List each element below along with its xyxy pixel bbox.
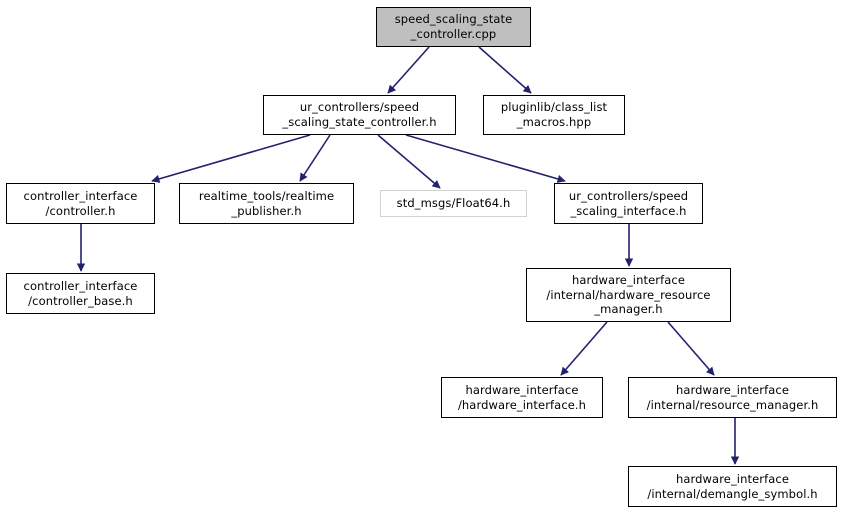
node-std_msgs_float64_h[interactable]: std_msgs/Float64.h: [380, 190, 527, 217]
node-label: ur_controllers/speed _scaling_interface.…: [568, 188, 689, 218]
node-label: controller_interface /controller_base.h: [23, 278, 138, 308]
node-controller_interface_controller_h[interactable]: controller_interface /controller.h: [6, 183, 155, 224]
node-hardware_interface_internal_demangle_symbol_h[interactable]: hardware_interface /internal/demangle_sy…: [628, 466, 837, 507]
edge-ur_controllers_speed_scaling_state_controller_h-to-ur_controllers_speed_scaling_interface_h: [405, 134, 566, 183]
node-ur_controllers_speed_scaling_state_controller_h[interactable]: ur_controllers/speed _scaling_state_cont…: [263, 95, 456, 135]
node-ur_controllers_speed_scaling_interface_h[interactable]: ur_controllers/speed _scaling_interface.…: [554, 183, 703, 224]
edge-ur_controllers_speed_scaling_state_controller_h-to-std_msgs_float64_h: [377, 134, 441, 189]
node-hardware_interface_internal_resource_manager_h[interactable]: hardware_interface /internal/resource_ma…: [628, 377, 837, 418]
edge-ur_controllers_speed_scaling_state_controller_h-to-controller_interface_controller_h: [151, 134, 311, 183]
edge-speed_scaling_state_controller_cpp-to-ur_controllers_speed_scaling_state_controller_h: [387, 46, 430, 94]
node-label: speed_scaling_state _controller.cpp: [394, 12, 513, 41]
edge-hardware_interface_internal_hardware_resource_manager_h-to-hardware_interface_internal_resource_manager_h: [667, 321, 715, 376]
edge-ur_controllers_speed_scaling_state_controller_h-to-realtime_tools_realtime_publisher_h: [299, 134, 331, 182]
edge-hardware_interface_internal_hardware_resource_manager_h-to-hardware_interface_hardware_interface_h: [560, 321, 608, 376]
node-label: realtime_tools/realtime _publisher.h: [198, 188, 335, 218]
node-hardware_interface_hardware_interface_h[interactable]: hardware_interface /hardware_interface.h: [441, 377, 603, 418]
node-realtime_tools_realtime_publisher_h[interactable]: realtime_tools/realtime _publisher.h: [179, 183, 354, 224]
node-label: hardware_interface /internal/demangle_sy…: [647, 471, 818, 501]
node-controller_interface_controller_base_h[interactable]: controller_interface /controller_base.h: [6, 273, 155, 314]
node-hardware_interface_internal_hardware_resource_manager_h[interactable]: hardware_interface /internal/hardware_re…: [526, 268, 731, 322]
node-label: hardware_interface /hardware_interface.h: [457, 382, 587, 412]
node-label: std_msgs/Float64.h: [396, 196, 511, 211]
edge-speed_scaling_state_controller_cpp-to-pluginlib_class_list_macros_hpp: [478, 46, 532, 94]
node-label: ur_controllers/speed _scaling_state_cont…: [282, 100, 437, 129]
node-label: controller_interface /controller.h: [23, 188, 138, 218]
node-speed_scaling_state_controller_cpp[interactable]: speed_scaling_state _controller.cpp: [376, 7, 531, 47]
node-pluginlib_class_list_macros_hpp[interactable]: pluginlib/class_list _macros.hpp: [483, 95, 625, 135]
node-label: hardware_interface /internal/resource_ma…: [646, 382, 819, 412]
node-label: pluginlib/class_list _macros.hpp: [500, 100, 608, 129]
node-label: hardware_interface /internal/hardware_re…: [546, 272, 711, 317]
